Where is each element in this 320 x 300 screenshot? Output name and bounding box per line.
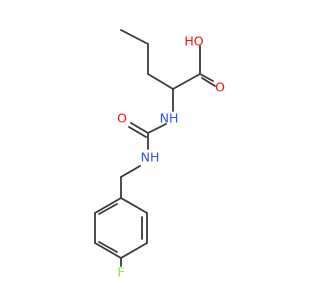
bond-layer: [94, 29, 216, 267]
bond-calpha-ccooh: [172, 73, 201, 90]
molecule-diagram: HO O NH O NH F: [94, 29, 225, 280]
alpha-nitrogen-label: NH: [160, 111, 179, 126]
bond-curea-o-double-b: [128, 126, 147, 138]
bond-c1-c2: [120, 29, 149, 45]
ring-double-bond-c: [98, 203, 118, 215]
acid-oxygen-label: O: [215, 80, 225, 95]
bond-nh-curea: [147, 123, 167, 134]
bond-nh-ch2: [120, 165, 141, 178]
bond-c3-calpha: [147, 73, 174, 90]
ring-bond-6: [94, 197, 122, 214]
hydroxyl-label: HO: [184, 34, 203, 49]
ring-bond-4: [94, 242, 122, 259]
ring-bond-3: [120, 242, 148, 259]
urea-oxygen-label: O: [117, 111, 127, 126]
benzyl-nitrogen-label: NH: [141, 150, 160, 165]
ring-bond-1: [120, 197, 148, 214]
fluorine-label: F: [117, 265, 124, 280]
atom-label-layer: HO O NH O NH F: [117, 34, 225, 280]
ring-double-bond-b: [98, 241, 118, 253]
bond-ccooh-o-double-a: [199, 73, 214, 82]
bond-curea-o-double-a: [130, 122, 149, 134]
bond-ccooh-o-double-b: [201, 77, 216, 87]
